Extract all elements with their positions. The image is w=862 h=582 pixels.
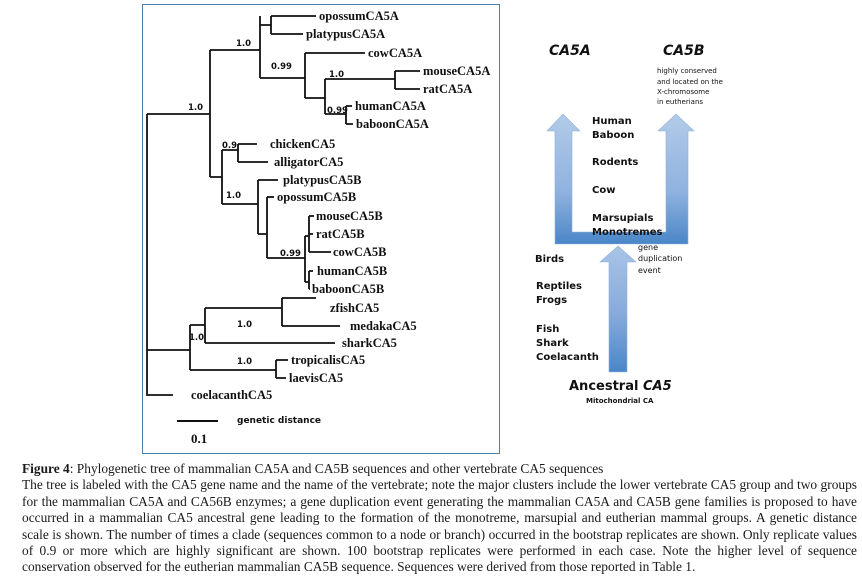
ca5a-arrow <box>546 113 695 245</box>
branch-primate-a <box>325 105 353 125</box>
leaf-zfishCA5: zfishCA5 <box>330 301 379 315</box>
scale-label: genetic distance <box>237 416 321 426</box>
group-marsupials: Marsupials <box>592 213 653 224</box>
leaf-laevisCA5: laevisCA5 <box>289 371 343 385</box>
leaf-baboonCA5A: baboonCA5A <box>356 117 429 131</box>
leaf-opossumCA5B: opossumCA5B <box>277 190 356 204</box>
leaf-humanCA5A: humanCA5A <box>355 99 426 113</box>
duplication-note-1: gene <box>638 243 658 252</box>
bootstrap-values: 1.0 1.0 0.99 1.0 0.99 0.9 1.0 0.99 1.0 1… <box>188 39 348 367</box>
ancestral-label: Ancestral CA5 <box>569 379 672 394</box>
figure: opossumCA5A platypusCA5A cowCA5A mouseCA… <box>142 4 723 454</box>
leaf-sharkCA5: sharkCA5 <box>342 336 397 350</box>
figure-canvas: opossumCA5A platypusCA5A cowCA5A mouseCA… <box>146 9 723 446</box>
ancestral-gene: CA5 <box>643 379 672 394</box>
bootstrap-ca5a: 1.0 <box>236 39 251 49</box>
branch-ca5b <box>222 180 259 234</box>
leaf-mouseCA5B: mouseCA5B <box>316 209 383 223</box>
leaf-opossumCA5A: opossumCA5A <box>319 9 399 23</box>
ca5b-note-1: highly conserved <box>657 67 717 75</box>
group-cow: Cow <box>592 185 615 196</box>
tree-leaf-labels: opossumCA5A platypusCA5A cowCA5A mouseCA… <box>191 9 490 402</box>
leaf-humanCA5B: humanCA5B <box>317 264 387 278</box>
figure-caption: Figure 4: Phylogenetic tree of mammalian… <box>22 461 857 576</box>
leaf-tropicalisCA5: tropicalisCA5 <box>291 353 365 367</box>
leaf-ratCA5A: ratCA5A <box>423 82 472 96</box>
leaf-cowCA5A: cowCA5A <box>368 46 422 60</box>
group-coelacanth: Coelacanth <box>536 352 599 363</box>
group-reptiles: Reptiles <box>536 281 582 292</box>
ca5b-note-3: X-chromosome <box>657 88 709 96</box>
bootstrap-rodent-a: 1.0 <box>329 70 344 80</box>
bootstrap-root-upper: 1.0 <box>188 103 203 113</box>
group-rodents: Rodents <box>592 157 638 168</box>
leaf-platypusCA5B: platypusCA5B <box>283 173 362 187</box>
group-monotremes: Monotremes <box>592 227 663 238</box>
leaf-medakaCA5: medakaCA5 <box>350 319 417 333</box>
duplication-note-2: duplication <box>638 254 682 263</box>
branch-rodent-a <box>325 70 420 90</box>
bootstrap-primate-a: 0.99 <box>327 106 348 116</box>
group-frogs: Frogs <box>536 295 567 306</box>
bootstrap-lower-vert: 1.0 <box>189 333 204 343</box>
ancestral-sub: Mitochondrial CA <box>586 397 654 405</box>
branch-root <box>146 114 173 396</box>
branch-marsup-a <box>260 15 316 35</box>
leaf-alligatorCA5: alligatorCA5 <box>274 155 343 169</box>
ancestral-prefix: Ancestral <box>569 379 643 394</box>
evolution-scheme: CA5A CA5B highly conserved and located o… <box>535 43 723 405</box>
leaf-baboonCA5B: baboonCA5B <box>312 282 384 296</box>
branch-bird <box>222 143 268 163</box>
bootstrap-frog: 1.0 <box>237 357 252 367</box>
branch-euth-b <box>267 236 306 282</box>
ca5b-note-4: in eutherians <box>657 98 703 106</box>
duplication-note-3: event <box>638 266 661 275</box>
leaf-ratCA5B: ratCA5B <box>316 227 365 241</box>
tree-branches <box>146 15 420 422</box>
ca5b-note-2: and located on the <box>657 78 723 86</box>
branch-fish <box>205 297 340 327</box>
tree-panel-frame <box>142 4 500 454</box>
branch-ca5b-2 <box>258 197 268 258</box>
group-baboon: Baboon <box>592 130 634 141</box>
leaf-cowCA5B: cowCA5B <box>333 245 386 259</box>
ancestral-arrow <box>599 245 637 373</box>
leaf-platypusCA5A: platypusCA5A <box>306 27 385 41</box>
bootstrap-eutherian-b: 0.99 <box>280 249 301 259</box>
branch-euth-a2 <box>305 79 326 114</box>
leaf-chickenCA5: chickenCA5 <box>270 137 335 151</box>
scale-value: 0.1 <box>191 431 207 446</box>
branch-euth-b-leaves <box>305 215 331 290</box>
branch-euth-a <box>260 52 365 98</box>
ca5a-title: CA5A <box>549 43 591 59</box>
bootstrap-ca5b: 1.0 <box>226 191 241 201</box>
group-human: Human <box>592 116 632 127</box>
bootstrap-eutherian-a: 0.99 <box>271 62 292 72</box>
group-fish: Fish <box>536 324 559 335</box>
group-birds: Birds <box>535 254 564 265</box>
leaf-mouseCA5A: mouseCA5A <box>423 64 490 78</box>
ca5b-title: CA5B <box>663 43 705 59</box>
caption-body: The tree is labeled with the CA5 gene na… <box>22 477 857 575</box>
caption-lead: Figure 4 <box>22 461 70 476</box>
branch-to-b <box>210 150 223 204</box>
group-shark: Shark <box>536 338 569 349</box>
bootstrap-fish: 1.0 <box>237 320 252 330</box>
branch-fish-shark <box>190 308 335 344</box>
caption-title-line: Figure 4: Phylogenetic tree of mammalian… <box>22 461 857 477</box>
leaf-coelacanthCA5: coelacanthCA5 <box>191 388 272 402</box>
caption-title: : Phylogenetic tree of mammalian CA5A an… <box>69 461 604 476</box>
bootstrap-bird-reptile: 0.9 <box>222 141 237 151</box>
branch-frog <box>190 359 288 379</box>
